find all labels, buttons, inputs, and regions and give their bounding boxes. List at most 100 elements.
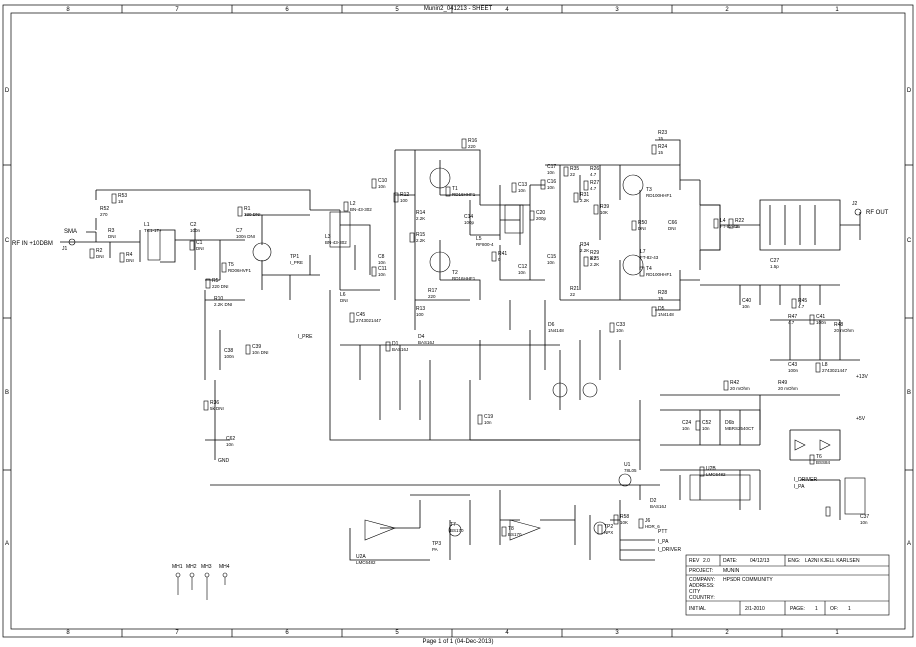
component-ref-t3: T3 [646,187,652,193]
sma-j2-connector [854,208,862,216]
component-value-r5: 220 DNI [212,284,229,289]
opamp-u2a [509,519,541,541]
net-label--13v: +13V [856,374,868,380]
transformer-l2 [329,211,351,248]
component-body [343,201,349,212]
net-label-i-pre: I_PRE [298,334,313,340]
component-body [638,518,644,529]
component-ref-t2: T2 [452,270,458,276]
component-body [477,414,483,425]
net-label-i-pa: I_PA [794,484,805,490]
eng-label: ENG: [788,558,800,564]
component-body [563,166,569,177]
grid-row-left-A: A [5,541,9,547]
project-label: PROJECT: [689,568,713,574]
component-ref-r4: R4 [126,252,133,258]
component-ref-r36: R36 [210,400,219,406]
component-value-r13: 100 [416,312,424,317]
component-value-r28: 15 [658,296,664,301]
component-ref-r25: R25 [590,256,599,262]
component-body [189,240,195,251]
component-ref-r13: R13 [416,306,425,312]
component-ref-d6: D6 [548,322,555,328]
initial-date: 2/1-2010 [745,606,765,612]
transistor-t1 [429,167,451,189]
j1-label: J1 [62,246,68,252]
page-label: PAGE: [790,606,805,612]
grid-row-right-C: C [907,238,912,244]
component-value-c14: 100p [464,220,475,225]
grid-row-right-A: A [907,541,911,547]
component-value-c39: 10n DNI [252,350,269,355]
component-value-t2: RD16HHF1 [452,276,476,281]
mounting-hole-label-4: MH4 [219,564,230,570]
component-body [809,314,815,325]
grid-row-left-C: C [5,238,10,244]
component-ref-u1: U1 [624,462,631,468]
page-footer: Page 1 of 1 (04-Dec-2013) [422,639,493,645]
component-ref-r29: R29 [590,250,599,256]
component-labels: R5318R52270R2DNIR3DNIR4DNIL1TC1-1T+C1DNI… [96,130,869,565]
component-body [237,206,243,217]
component-value-u2a: LMC6482 [356,560,376,565]
component-value-r17: 220 [428,294,436,299]
component-ref-c7: C7 [236,228,243,234]
component-value-c15: 10n [547,260,555,265]
component-ref-c19: C19 [484,414,493,420]
component-body [815,362,821,373]
component-ref-c38: C38 [224,348,233,354]
component-value-tp1: I_PRE [290,260,303,265]
component-body [639,266,645,277]
component-ref-c40: C40 [742,298,751,304]
net-label--5v: +5V [856,416,866,422]
rev-value: 2.0 [703,558,710,564]
component-value-c52: 10n [702,426,710,431]
component-value-t1: RD16HHF1 [452,192,476,197]
component-value-c16: 10n [547,185,555,190]
component-ref-t1: T1 [452,186,458,192]
component-body [119,252,125,263]
title-block [685,554,890,616]
grid-column-top-4: 4 [505,7,509,13]
component-body [89,248,95,259]
address-label: ADDRESS: [689,583,715,589]
component-value-tp2: NPX [604,530,613,535]
j2-label: J2 [852,201,858,207]
component-value-c20: 200p [536,216,547,221]
component-body [651,144,657,155]
opamp-u2b [364,519,396,541]
mounting-hole-label-1: MH1 [172,564,183,570]
component-ref-j6: J6 [645,518,651,524]
grid-row-left-D: D [5,88,10,94]
component-body [583,180,589,191]
component-value-c13: 10n [518,188,526,193]
component-value-t7: BS170 [450,528,464,533]
component-ref-r16: R16 [468,138,477,144]
grid-ticks [3,5,913,637]
transistor-t8 [448,523,462,537]
component-value-r22: 15 [735,224,741,229]
component-ref-d5: D5 [658,306,665,312]
component-ref-r12: R12 [400,192,409,198]
component-ref-l5: L5 [476,236,482,242]
component-ref-c39: C39 [252,344,261,350]
component-ref-r47: R47 [788,314,797,320]
component-value-r50: DNI [638,226,646,231]
component-ref-c20: C20 [536,210,545,216]
component-value-l8: 2743021447 [822,368,848,373]
component-body [728,218,734,229]
component-ref-r17: R17 [428,288,437,294]
component-value-c41: 100n [816,320,827,325]
component-value-d1: BAS16J [392,347,408,352]
component-ref-tp1: TP1 [290,254,299,260]
component-body [699,466,705,477]
component-value-j6: HDR_6 [645,524,660,529]
grid-column-top-3: 3 [615,7,619,13]
component-ref-l3: L3 [325,234,331,240]
mounting-hole-4 [222,572,228,578]
component-body [723,380,729,391]
component-ref-u2a: U2A [356,554,366,560]
component-body [613,514,619,525]
